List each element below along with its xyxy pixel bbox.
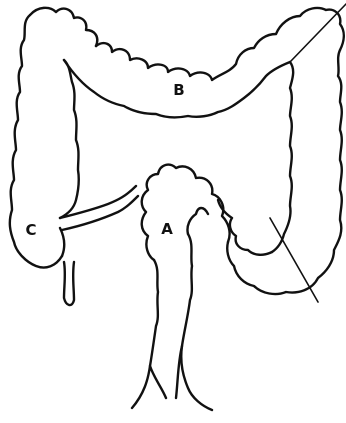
label-b: B — [173, 81, 184, 99]
appendix — [64, 262, 74, 305]
pointer-line-bottom-right — [270, 218, 318, 302]
sigmoid-colon-outer — [142, 165, 230, 260]
sigmoid-colon-inner — [187, 200, 272, 255]
ascending-colon-inner-wall — [60, 60, 79, 218]
rectum-right-wall — [181, 234, 212, 410]
descending-colon-outer-wall — [227, 50, 342, 294]
hepatic-flexure — [30, 8, 97, 46]
anal-canal — [150, 346, 182, 398]
pointer-line-top-right — [290, 4, 346, 62]
ileocecal-junction — [60, 186, 138, 256]
descending-colon-inner-wall — [272, 62, 293, 252]
label-c: C — [25, 221, 36, 239]
label-a: A — [161, 220, 173, 238]
rectum-left-wall — [132, 260, 158, 408]
